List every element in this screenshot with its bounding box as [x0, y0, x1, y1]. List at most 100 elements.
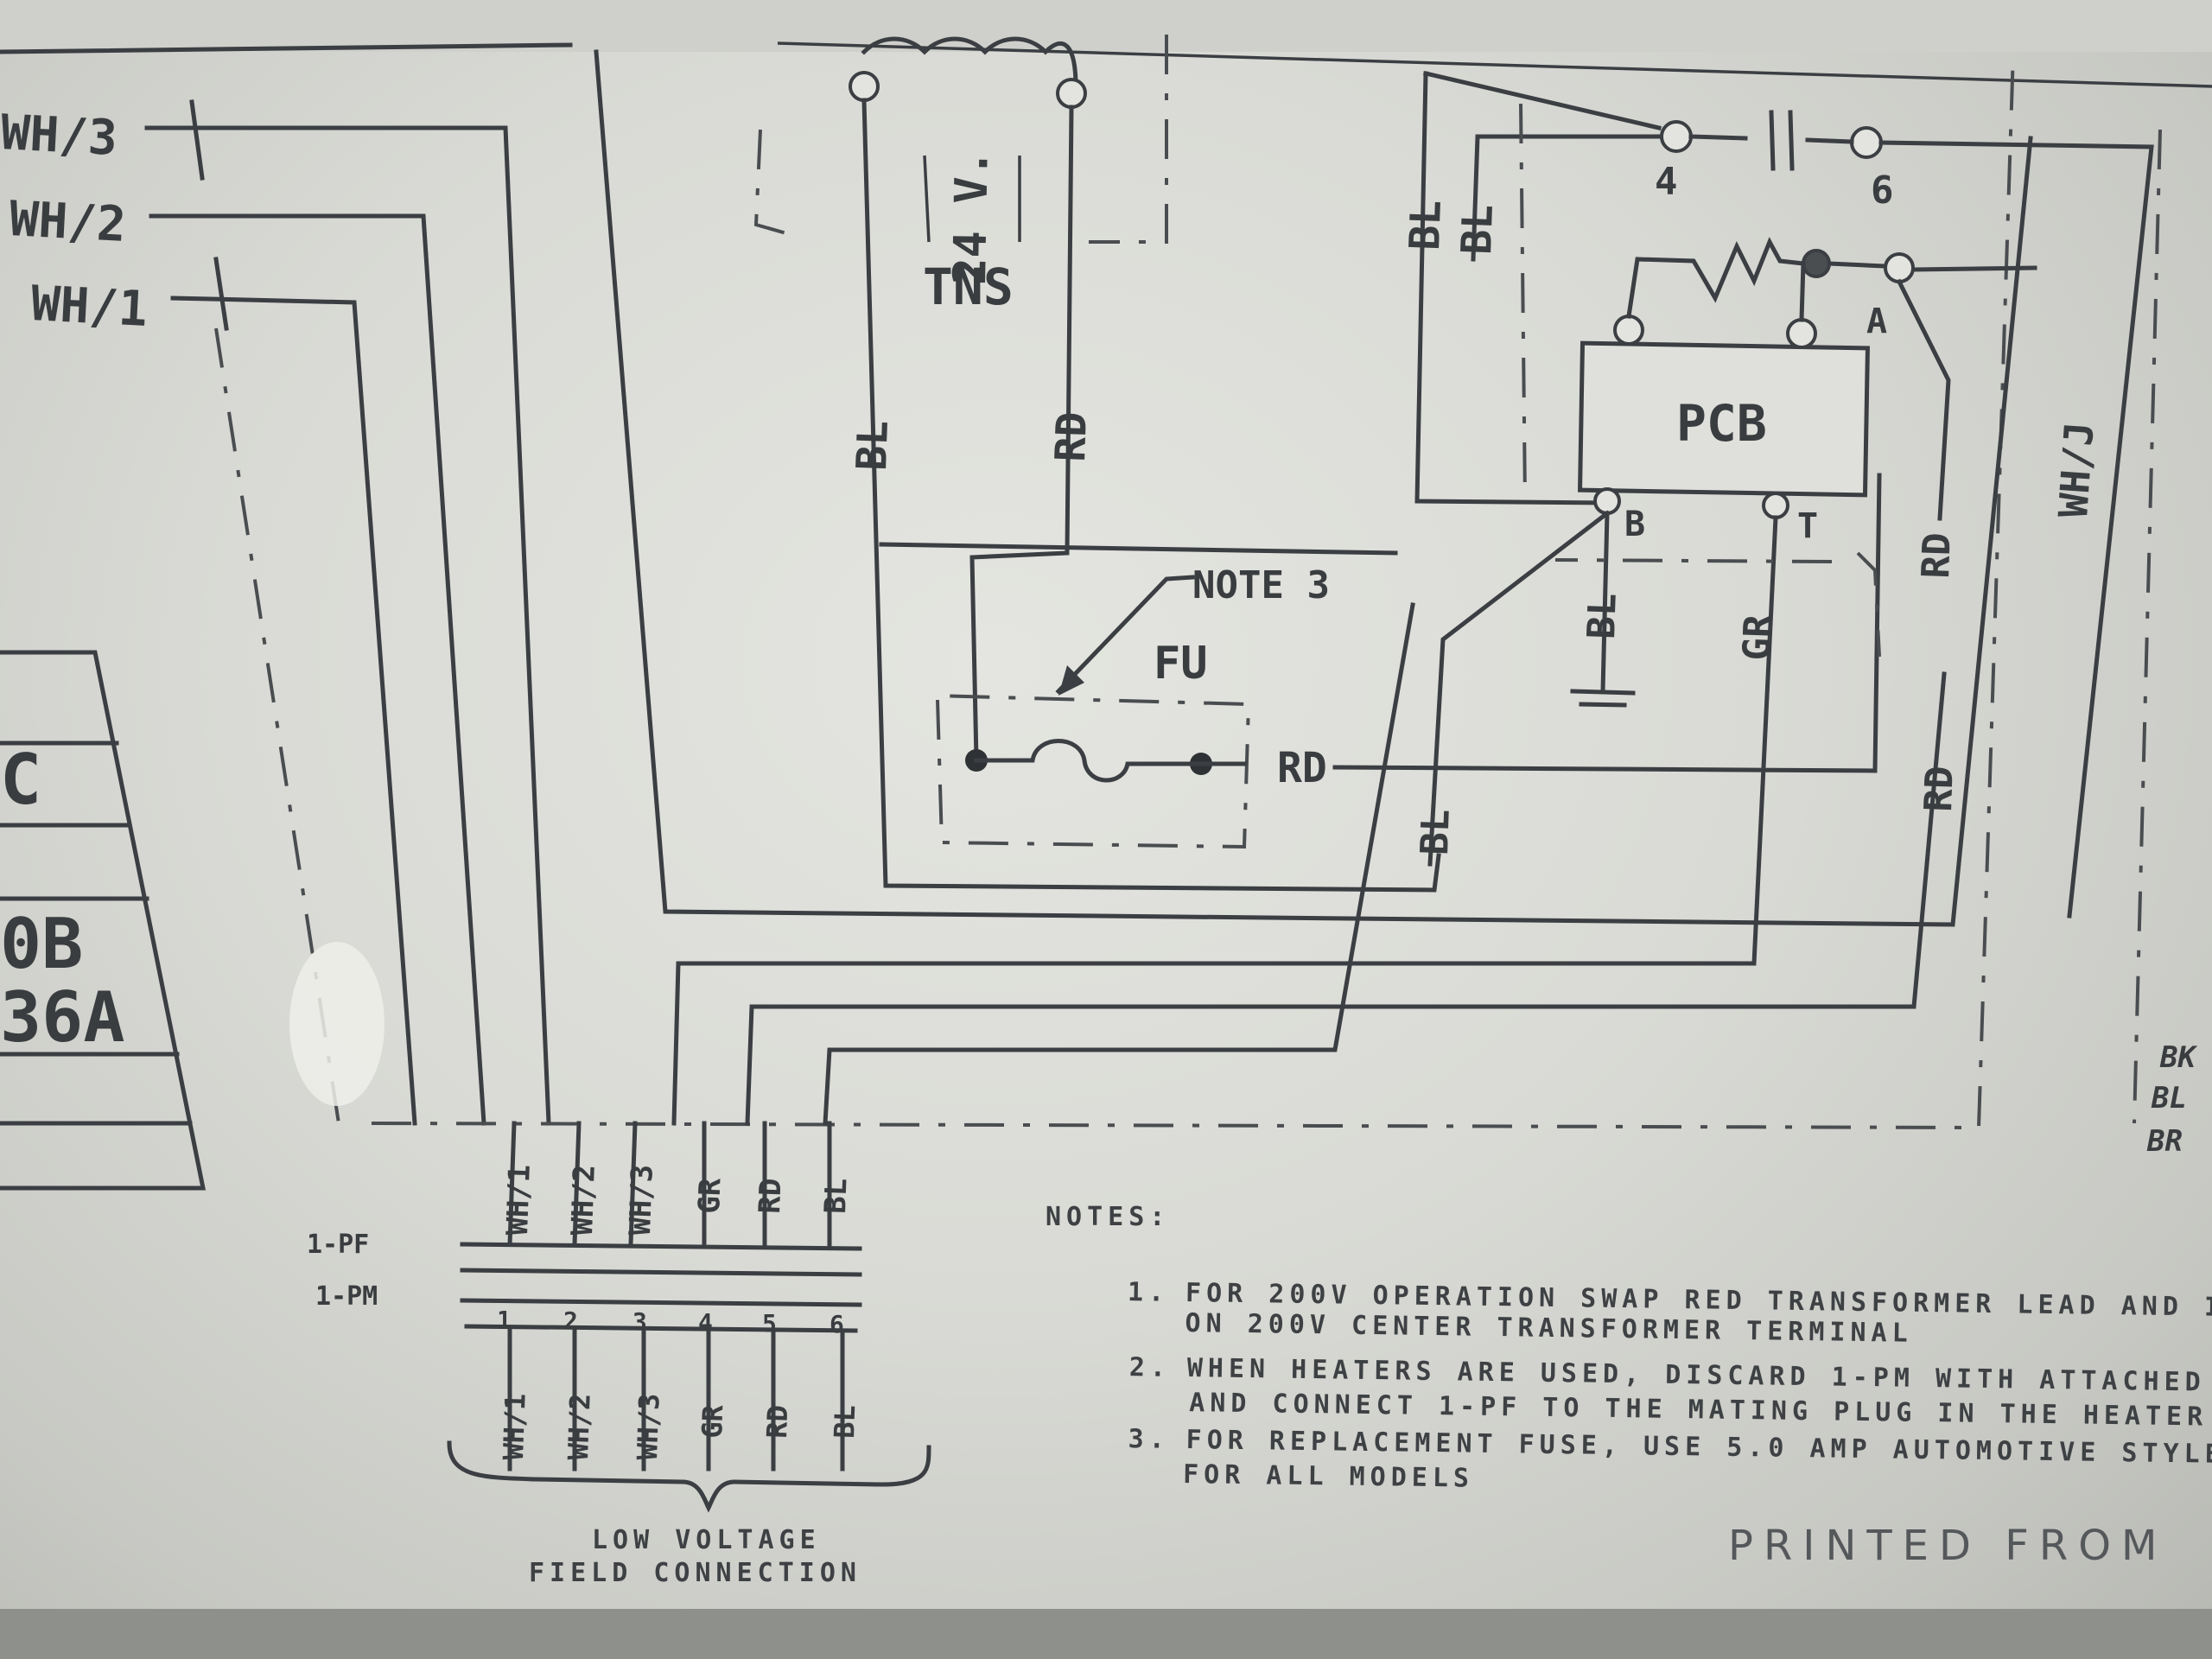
panel-top-edge [0, 0, 2212, 52]
field-connection-caption-1: LOW VOLTAGE [592, 1525, 821, 1555]
label-pcb-t: T [1797, 506, 1818, 546]
label-wh1: WH/1 [29, 276, 149, 338]
ground-symbol [1570, 689, 1636, 708]
label-bl-lower: BL [1413, 809, 1459, 856]
glare-spot [289, 942, 385, 1106]
plug-pin-2: 2 [563, 1306, 578, 1335]
plug-body [460, 1242, 862, 1333]
note3-arrow [1058, 665, 1084, 696]
label-bl-relay-1: BL [1401, 200, 1451, 251]
plug-leads-top [507, 1121, 832, 1247]
note-3-line2: FOR ALL MODELS [1183, 1459, 1474, 1494]
label-wh2: WH/2 [8, 191, 127, 253]
label-bl-relay-2: BL [1452, 204, 1503, 256]
plug-pin-5: 5 [762, 1309, 777, 1338]
model-row-2: 0B [0, 904, 83, 984]
plug-top-gr: GR [692, 1177, 728, 1214]
wire-relay-arm [1422, 70, 1662, 131]
plug-top-wh2: WH/2 [565, 1164, 602, 1236]
plug-top-rd: RD [753, 1178, 788, 1214]
wire-bl-pcb [1427, 510, 1611, 867]
label-relay-4: 4 [1655, 160, 1678, 204]
wire-relay-right [1878, 140, 2154, 918]
relay-contact [1688, 110, 1854, 171]
label-transformer: TNS [923, 257, 1014, 316]
label-bl-ground: BL [1580, 593, 1625, 640]
notes-heading: NOTES: [1046, 1202, 1170, 1232]
wire-terminal-a [1827, 261, 2037, 521]
pcb-heater-coil [1626, 237, 1806, 322]
plug-bottom-wh3: WH/3 [631, 1393, 666, 1460]
label-fuse: FU [1154, 638, 1208, 690]
label-plug-pf: 1-PF [307, 1230, 369, 1260]
plug-pin-6: 6 [830, 1310, 844, 1338]
panel-bottom-edge [0, 1609, 2212, 1659]
wire-wh3 [144, 125, 551, 1126]
dashed-internal [1519, 103, 2162, 1124]
label-pcb: PCB [1676, 394, 1767, 453]
plug-bottom-rd: RD [760, 1404, 794, 1439]
wire-rd-bottom [745, 671, 1947, 1126]
model-table-grid [0, 650, 207, 1191]
wire-bl-bottom [823, 602, 1415, 1126]
label-pcb-a: A [1866, 302, 1887, 341]
label-transformer-voltage: 24 V. [944, 149, 999, 286]
label-pcb-b: B [1624, 505, 1645, 544]
wire-wh1 [170, 296, 417, 1126]
wire-trunk [594, 49, 2033, 927]
field-connection-brace [447, 1440, 931, 1513]
wire-wh2 [149, 213, 486, 1126]
fuse-element [974, 739, 1247, 783]
plug-top-wh3: WH/3 [623, 1164, 660, 1236]
note-1-num: 1. [1128, 1277, 1170, 1308]
field-connection-caption-2: FIELD CONNECTION [529, 1558, 861, 1588]
dashed-box-left [214, 327, 340, 1124]
model-row-3: 36A [0, 977, 125, 1058]
transformer-dashed-frame [753, 35, 1168, 244]
label-wh3: WH/3 [0, 105, 118, 167]
label-relay-6: 6 [1871, 168, 1894, 213]
wire-rd-fuse [1332, 473, 1882, 773]
top-rail [0, 42, 573, 54]
wire-relay-left [1471, 134, 1662, 262]
wire-bl-transformer [861, 98, 1441, 893]
label-rd-lower: RD [1916, 766, 1962, 813]
legend-br: BR [2146, 1124, 2183, 1159]
transformer-frame [923, 155, 1021, 243]
plug-top-wh1: WH/1 [500, 1164, 537, 1236]
transformer-coil [861, 36, 1078, 89]
legend-bk: BK [2159, 1040, 2197, 1075]
plug-bottom-bl: BL [828, 1404, 861, 1439]
wire-bl-ground [1600, 511, 1610, 694]
plug-bottom-wh1: WH/1 [497, 1393, 532, 1460]
printed-from-footer: PRINTED FROM [1728, 1522, 2167, 1570]
plug-pin-4: 4 [698, 1308, 713, 1337]
label-plug-pm: 1-PM [315, 1281, 378, 1312]
label-rd-fuse: RD [1277, 744, 1327, 792]
plug-pin-3: 3 [632, 1307, 647, 1336]
label-whj: WH/J [2050, 420, 2103, 518]
wire-ticks [189, 99, 229, 331]
wire-bl-cross [879, 542, 1398, 556]
wire-rd-transformer [969, 105, 1074, 763]
wire-gr [671, 515, 1778, 1126]
note-2-num: 2. [1129, 1352, 1172, 1383]
fuse-dashed-box [932, 694, 1251, 849]
plug-bottom-wh2: WH/2 [562, 1393, 597, 1460]
pcb-box [1577, 340, 1871, 498]
label-gr-pcb: GR [1735, 613, 1781, 661]
model-row-1: C [0, 740, 41, 820]
top-rail-right [777, 41, 2212, 88]
legend-bl: BL [2151, 1081, 2187, 1116]
plug-bottom-gr: GR [696, 1404, 729, 1440]
label-note3: NOTE 3 [1192, 563, 1330, 607]
label-rd-pcb: RD [1914, 532, 1960, 580]
wire-bl-relay [1414, 71, 1610, 505]
label-bl-transformer: BL [848, 420, 898, 472]
label-rd-transformer: RD [1046, 411, 1096, 463]
note-3-num: 3. [1128, 1424, 1170, 1455]
plug-top-bl: BL [818, 1178, 854, 1214]
